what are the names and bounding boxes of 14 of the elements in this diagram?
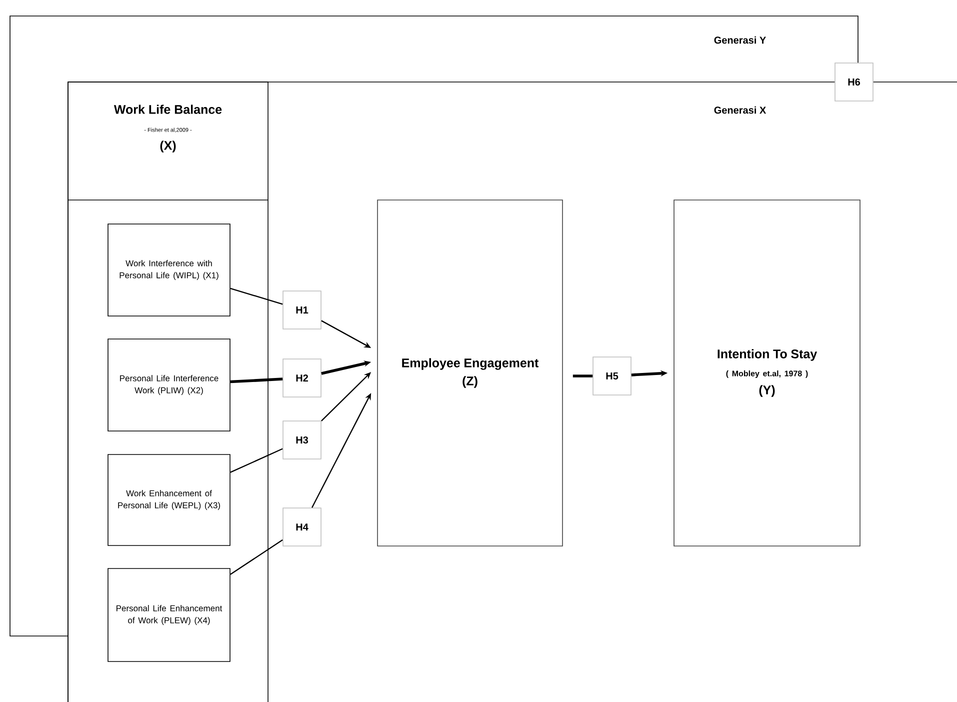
- region-label: Generasi X: [714, 106, 766, 114]
- hypothesis-box: H5: [592, 356, 632, 396]
- hypothesis-box: H2: [282, 358, 322, 398]
- hypothesis-box: H1: [282, 290, 322, 330]
- hypothesis-box: H6: [834, 62, 874, 102]
- region-label: Generasi Y: [714, 36, 766, 44]
- dimension-box: Work Enhancement of Personal Life (WEPL) (X3): [108, 454, 230, 546]
- dimension-box: Personal Life Enhancement of Work (PLEW) (X4): [108, 568, 230, 662]
- hypothesis-box: H4: [282, 508, 322, 546]
- construct-box: Intention To Stay ( Mobley et.al, 1978 ) (Y): [674, 200, 860, 546]
- dimension-box: Personal Life Interference Work (PLIW) (X2): [108, 338, 230, 432]
- hypothesis-box: H3: [282, 420, 322, 460]
- construct-box: Employee Engagement (Z): [377, 200, 563, 546]
- dimension-box: Work Interference with Personal Life (WIPL) (X1): [108, 224, 230, 316]
